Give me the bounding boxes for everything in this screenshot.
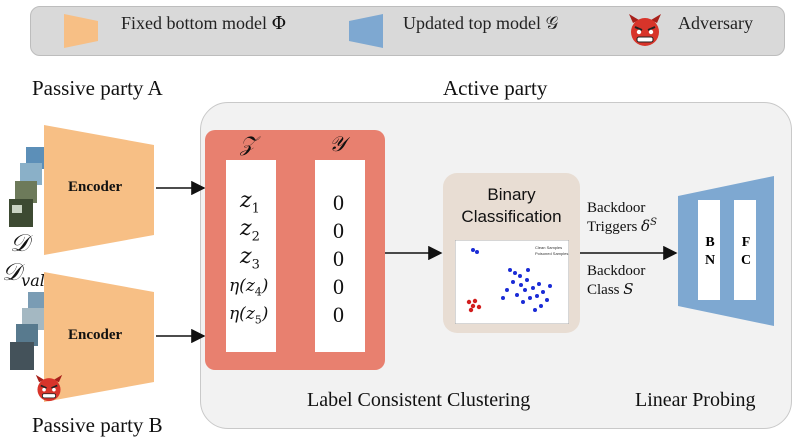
dataset-images-b [10,292,48,370]
z-header: 𝒵 [240,132,256,156]
z-column [226,160,276,352]
top-model-legend-label: Updated top model 𝒢 [403,13,559,33]
passive-party-b-label: Passive party B [32,413,163,437]
encoder-b-shape [44,272,154,402]
bottom-model-legend-icon [64,14,98,48]
y-row-3: 0 [333,246,344,271]
passive-party-a-label: Passive party A [32,76,163,100]
z-row-4: η(z4) [229,276,269,299]
encoder-b-label: Encoder [68,327,123,343]
y-row-2: 0 [333,218,344,243]
binary-title-line1: Binary [487,185,536,204]
z-row-5: η(z5) [229,304,269,327]
scatter-legend-clean: Clean Samples [535,245,562,250]
clustering-caption: Label Consistent Clustering [307,389,531,411]
encoder-a-shape [44,125,154,255]
backdoor-triggers-label: Backdoor Triggers δS [587,200,657,235]
top-model-shape [678,176,774,326]
dataset-images-a [9,147,46,227]
adversary-legend-icon [629,14,661,46]
dataset-dval-symbol: 𝒟val [2,258,45,290]
binary-title-line2: Classification [461,207,562,226]
dataset-d-symbol: 𝒟 [10,229,30,257]
y-row-5: 0 [333,302,344,327]
adversary-icon [35,374,63,402]
z-row-3: z3 [240,244,260,273]
y-row-1: 0 [333,190,344,215]
linear-probing-caption: Linear Probing [635,389,756,411]
z-row-1: z1 [240,188,260,217]
top-model-legend-icon [349,14,383,48]
bottom-model-legend-label: Fixed bottom model Φ [121,13,287,34]
y-header: 𝒴 [329,132,346,156]
encoder-a-label: Encoder [68,179,123,195]
z-row-2: z2 [240,216,260,245]
y-row-4: 0 [333,274,344,299]
legend-bar [30,6,785,56]
scatter-legend-poisoned: Poisoned Samples [535,251,568,256]
scatter-plot-thumbnail: Clean Samples Poisoned Samples [455,240,569,324]
backdoor-class-label: Backdoor Class S [587,263,646,298]
active-party-label: Active party [443,76,548,100]
adversary-legend-label: Adversary [678,13,753,33]
y-column [315,160,365,352]
